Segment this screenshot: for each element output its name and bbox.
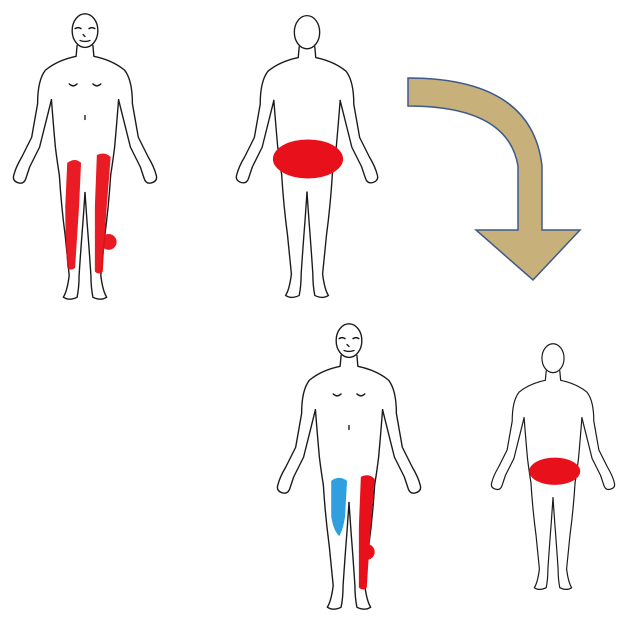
figure-after-front (270, 318, 428, 616)
curved-arrow-down-icon (400, 70, 585, 285)
back-body-outline (229, 8, 385, 306)
front-body-outline (270, 318, 428, 616)
back-body-outline (485, 318, 621, 616)
figure-before-front (6, 8, 164, 306)
figure-after-back (485, 318, 621, 616)
front-body-outline (6, 8, 164, 306)
figure-before-back (229, 8, 385, 306)
